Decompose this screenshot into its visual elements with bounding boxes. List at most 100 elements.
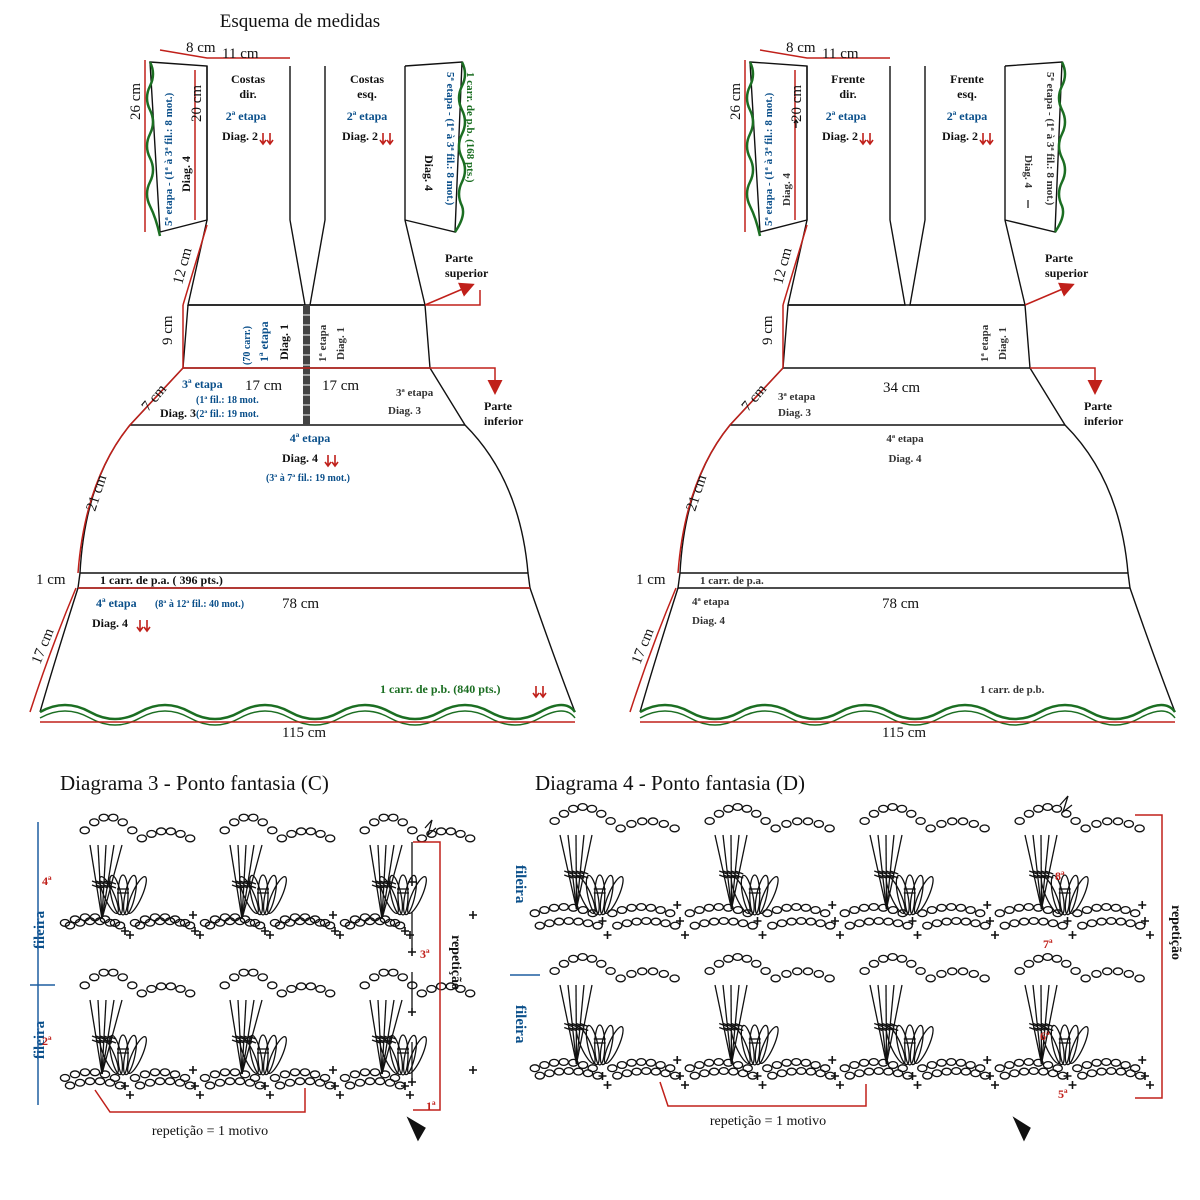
diagram4-chart: [529, 795, 1154, 1142]
label-etapa3-f2: (2ª fil.: 19 mot.: [196, 409, 259, 420]
label-costas-dir-2: dir.: [239, 87, 256, 101]
left-red-guides: [29, 49, 575, 723]
label-diag4: Diag. 4: [282, 451, 318, 465]
dim-78cm: 78 cm: [282, 596, 319, 612]
label-costas-dir: Costas: [231, 72, 265, 86]
r-label-carr-pa: 1 carr. de p.a.: [700, 575, 764, 587]
diagram3-row-3: 3ª: [420, 947, 430, 961]
right-green-edges: [639, 61, 1177, 726]
diagram3-chart: [59, 813, 477, 1142]
r-label-parte-superior-2: superior: [1045, 266, 1089, 280]
r-dim-115cm: 115 cm: [882, 725, 926, 741]
r-label-diag4-b: Diag. 4: [692, 615, 726, 627]
label-etapa4-b: 4ª etapa: [96, 596, 137, 610]
left-green-edges: [39, 61, 577, 726]
r-label-diag2-esq: Diag. 2: [942, 129, 978, 143]
r-dim-21cm: 21 cm: [684, 473, 711, 514]
label-etapa3: 3ª etapa: [182, 377, 223, 391]
dim-9cm: 9 cm: [160, 315, 176, 345]
diagram3-row-1: 1ª: [426, 1099, 436, 1113]
label-frente-esq: Frente: [950, 72, 984, 86]
r-dim-12cm: 12 cm: [770, 246, 795, 286]
diagram3-fileira-bottom: fileira: [32, 1020, 48, 1059]
label-costas-esq-2: esq.: [357, 87, 377, 101]
r-dim-9cm: 9 cm: [760, 315, 776, 345]
label-etapa4: 4ª etapa: [290, 431, 331, 445]
diagram4-repeticao: repetição: [1168, 905, 1183, 960]
dim-20cm: 20 cm: [189, 85, 205, 122]
dim-12cm: 12 cm: [170, 246, 195, 286]
r-label-diag4: Diag. 4: [889, 453, 923, 465]
dim-1cm: 1 cm: [36, 572, 66, 588]
label-etapa2-esq: 2ª etapa: [347, 109, 388, 123]
r-label-etapa4: 4ª etapa: [886, 433, 924, 445]
r-label-parte-inferior-2: inferior: [1084, 414, 1124, 428]
label-frente-dir: Frente: [831, 72, 865, 86]
label-carr-840: 1 carr. de p.b. (840 pts.): [380, 682, 501, 696]
r-label-diag4-left: Diag. 4: [781, 173, 793, 207]
r-dim-8cm: 8 cm: [786, 40, 816, 56]
label-parte-inferior-2: inferior: [484, 414, 524, 428]
diagram4-row-5: 5ª: [1058, 1087, 1068, 1101]
label-etapa1-b: 1ª etapa: [317, 324, 329, 362]
label-diag3-b: Diag. 3: [388, 405, 422, 417]
label-etapa2-dir: 2ª etapa: [226, 109, 267, 123]
page-title: Esquema de medidas: [220, 11, 380, 32]
label-costas-esq: Costas: [350, 72, 384, 86]
dim-8cm: 8 cm: [186, 40, 216, 56]
label-diag1: Diag. 1: [277, 324, 291, 360]
dim-17cm-b: 17 cm: [322, 378, 359, 394]
r-label-diag1: Diag. 1: [997, 327, 1009, 360]
r-label-etapa5-right: 5ª etapa - (1ª à 3ª fil.: 8 mot.): [1044, 72, 1056, 206]
label-frente-esq-2: esq.: [957, 87, 977, 101]
diagram4-motivo: repetição = 1 motivo: [710, 1114, 826, 1129]
label-frente-dir-2: dir.: [839, 87, 856, 101]
diagram4-fileira-top: fileira: [512, 865, 528, 904]
r-label-diag4-right: Diag. 4: [1022, 155, 1034, 189]
label-diag4-left: Diag. 4: [179, 156, 193, 192]
r-label-diag3: Diag. 3: [778, 407, 812, 419]
label-etapa3-f1: (1ª fil.: 18 mot.: [196, 395, 259, 406]
diagram4-fileira-bottom: fileira: [512, 1005, 528, 1044]
r-dim-20cm: 20 cm: [789, 85, 805, 122]
dim-26cm: 26 cm: [128, 83, 144, 120]
diagram4-row-8: 8ª: [1055, 869, 1065, 883]
r-label-etapa3: 3ª etapa: [778, 391, 816, 403]
r-dim-78cm: 78 cm: [882, 596, 919, 612]
dim-21cm: 21 cm: [84, 473, 111, 514]
label-etapa4-f: (3ª à 7ª fil.: 19 mot.): [266, 473, 350, 484]
dim-11cm: 11 cm: [222, 46, 259, 62]
r-label-etapa1: 1ª etapa: [979, 324, 991, 362]
label-70carr: (70 carr.): [242, 326, 253, 365]
label-etapa5-right: 5ª etapa - (1ª à 3ª fil.: 8 mot.): [444, 72, 456, 206]
label-diag1-b: Diag. 1: [335, 327, 347, 360]
diagram3-fileira-top: fileira: [32, 910, 48, 949]
label-etapa5-left: 5ª etapa - (1ª à 3ª fil.: 8 mot.): [163, 92, 175, 226]
r-label-etapa4-b: 4ª etapa: [692, 596, 730, 608]
label-etapa3-b: 3ª etapa: [396, 387, 434, 399]
diagram3-row-4: 4ª: [42, 874, 52, 888]
r-label-etapa2-dir: 2ª etapa: [826, 109, 867, 123]
r-label-carr-pb: 1 carr. de p.b.: [980, 684, 1045, 696]
r-label-etapa5-left: 5ª etapa - (1ª à 3ª fil.: 8 mot.): [763, 92, 775, 226]
label-diag2-dir: Diag. 2: [222, 129, 258, 143]
right-red-guides: [629, 49, 1175, 723]
label-parte-superior-2: superior: [445, 266, 489, 280]
label-etapa1: 1ª etapa: [257, 321, 271, 362]
r-dim-1cm: 1 cm: [636, 572, 666, 588]
r-label-parte-inferior: Parte: [1084, 399, 1113, 413]
label-diag2-esq: Diag. 2: [342, 129, 378, 143]
label-parte-superior: Parte: [445, 251, 474, 265]
label-diag4-right: Diag. 4: [422, 155, 436, 191]
label-carr-168: 1 carr. de p.b. (168 pts.): [464, 72, 476, 183]
dim-17cm-a: 17 cm: [245, 378, 282, 394]
label-diag3: Diag. 3: [160, 406, 196, 420]
diagram3-motivo: repetição = 1 motivo: [152, 1124, 268, 1139]
r-label-etapa2-esq: 2ª etapa: [947, 109, 988, 123]
r-dim-11cm: 11 cm: [822, 46, 859, 62]
label-etapa4-b-f: (8ª à 12ª fil.: 40 mot.): [155, 599, 244, 610]
dim-115cm: 115 cm: [282, 725, 326, 741]
r-dim-26cm: 26 cm: [728, 83, 744, 120]
diagram4-row-7: 7ª: [1043, 937, 1053, 951]
